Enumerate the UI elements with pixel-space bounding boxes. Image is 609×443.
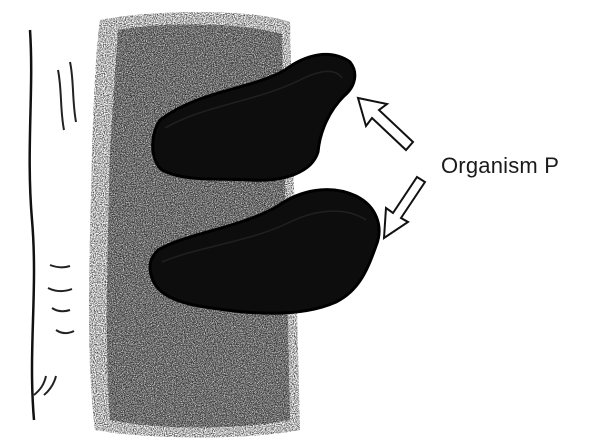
bark-marks [34,62,76,395]
arrow-lower [384,177,425,238]
trunk-outline [30,30,34,420]
organism-label: Organism P [441,153,559,179]
arrow-upper [358,98,413,150]
